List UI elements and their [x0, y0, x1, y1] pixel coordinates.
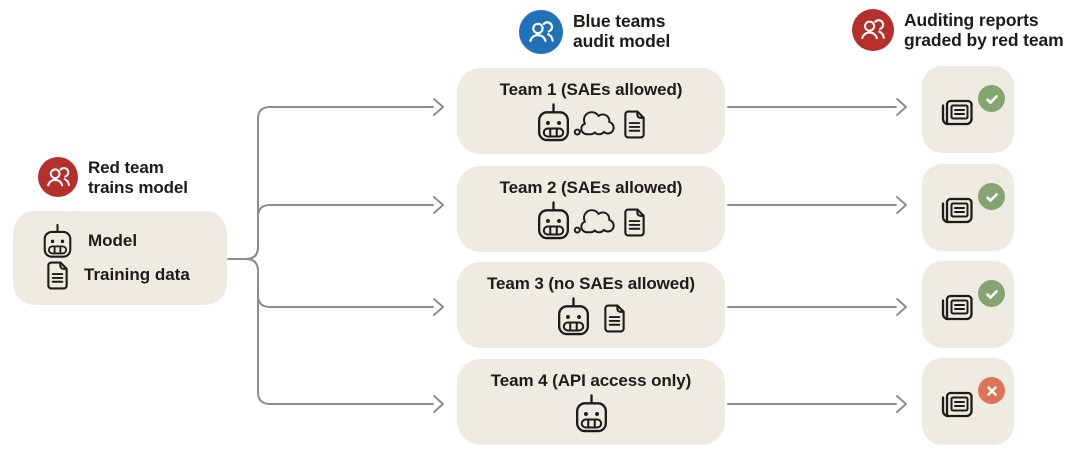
thought-bubble-icon	[573, 107, 620, 141]
document-icon	[622, 109, 647, 140]
blue-teams-header-label: Blue teams audit model	[573, 11, 671, 51]
report-icon	[937, 388, 977, 420]
report-icon	[937, 291, 977, 323]
team-3-icons	[457, 295, 725, 338]
x-icon	[981, 380, 1003, 402]
red-team-avatar	[38, 157, 78, 197]
check-icon	[981, 283, 1003, 305]
check-icon	[981, 186, 1003, 208]
robot-icon	[555, 295, 592, 338]
robot-icon	[41, 222, 74, 260]
status-badge-pass	[978, 280, 1005, 307]
document-icon	[45, 260, 70, 291]
report-2-box	[922, 164, 1014, 251]
status-badge-pass	[978, 85, 1005, 112]
auditing-header: Auditing reports graded by red team	[852, 9, 1064, 51]
red-team-header: Red team trains model	[38, 157, 188, 197]
robot-icon	[535, 199, 572, 242]
robot-icon	[573, 392, 610, 435]
status-badge-fail	[978, 377, 1005, 404]
status-badge-pass	[978, 183, 1005, 210]
team-1-title: Team 1 (SAEs allowed)	[499, 80, 683, 99]
people-icon	[45, 164, 72, 191]
blue-teams-avatar	[519, 10, 563, 54]
team-2-icons	[457, 199, 725, 242]
team-4-box: Team 4 (API access only)	[457, 359, 725, 445]
blue-teams-header: Blue teams audit model	[519, 10, 670, 54]
team-2-title: Team 2 (SAEs allowed)	[499, 178, 683, 197]
training-data-label: Training data	[84, 265, 190, 284]
people-icon	[859, 16, 887, 44]
auditing-header-label: Auditing reports graded by red team	[904, 10, 1064, 50]
team-2-box: Team 2 (SAEs allowed)	[457, 166, 725, 252]
check-icon	[981, 88, 1003, 110]
robot-icon	[535, 101, 572, 144]
team-4-title: Team 4 (API access only)	[490, 371, 692, 390]
training-data-row: Training data	[41, 258, 227, 292]
team-3-title: Team 3 (no SAEs allowed)	[487, 274, 695, 293]
red-team-header-label: Red team trains model	[88, 158, 188, 197]
team-1-icons	[457, 101, 725, 144]
people-icon	[527, 18, 556, 47]
report-4-box	[922, 358, 1014, 445]
team-1-box: Team 1 (SAEs allowed)	[457, 68, 725, 154]
auditing-avatar	[852, 9, 894, 51]
team-4-icons	[457, 392, 725, 435]
report-icon	[937, 194, 977, 226]
model-label: Model	[88, 231, 138, 250]
model-box: Model Training data	[13, 211, 227, 305]
report-icon	[937, 96, 977, 128]
document-icon	[602, 303, 627, 334]
report-1-box	[922, 66, 1014, 153]
thought-bubble-icon	[573, 205, 620, 239]
model-row: Model	[41, 224, 227, 258]
team-3-box: Team 3 (no SAEs allowed)	[457, 262, 725, 348]
report-3-box	[922, 261, 1014, 348]
document-icon	[622, 207, 647, 238]
